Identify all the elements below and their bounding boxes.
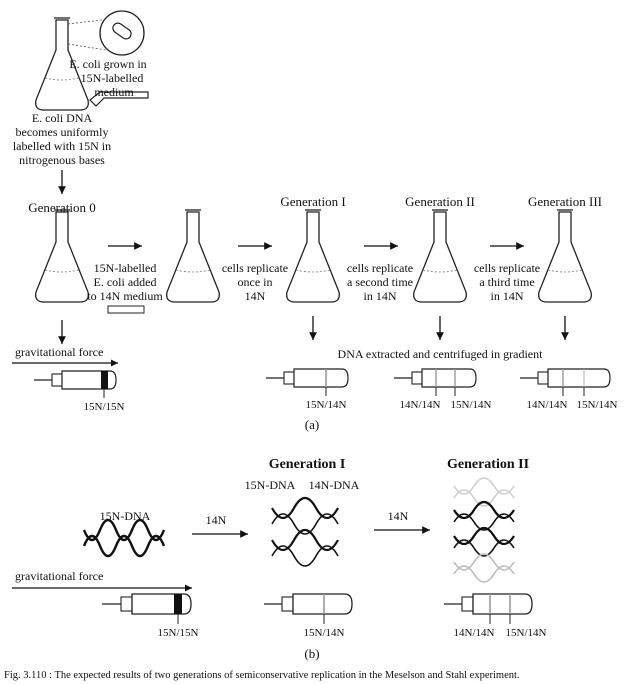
band-15n15n-b — [174, 594, 182, 614]
tube2-label-b: 15N/14N — [451, 399, 492, 411]
gen0-heading: Generation 0 — [28, 200, 96, 215]
rep3-caption-2: a third time — [479, 275, 534, 289]
flask-transfer — [166, 209, 220, 303]
dna-helix-gen2-2 — [453, 500, 515, 531]
dna-helix-gen2-3 — [453, 526, 515, 557]
arrow2-label: 14N — [388, 509, 409, 523]
rep2-caption-1: cells replicate — [347, 261, 413, 275]
dna-caption-3: labelled with 15N in — [13, 139, 111, 153]
tube-b0-label: 15N/15N — [158, 627, 199, 639]
start-caption-2: 15N-labelled — [81, 71, 144, 85]
dna-caption-1: E. coli DNA — [32, 111, 93, 125]
tube0-label: 15N/15N — [84, 401, 125, 413]
magnifier-cell-icon — [67, 10, 145, 56]
transfer-caption-3: to 14N medium — [87, 289, 163, 303]
tube-b-gen1 — [264, 593, 353, 624]
dna-helix-gen2-4 — [453, 553, 515, 583]
dna-caption-4: nitrogenous bases — [19, 153, 105, 167]
band-15n15n — [101, 371, 108, 389]
tube3-label-b: 15N/14N — [577, 399, 618, 411]
start-caption-1: E. coli grown in — [69, 57, 146, 71]
flask-gen2 — [413, 209, 467, 303]
rep2-caption-2: a second time — [347, 275, 413, 289]
dna14-label-b: 14N-DNA — [309, 478, 360, 492]
culture-tray-icon — [89, 91, 149, 107]
tube-b1-label: 15N/14N — [304, 627, 345, 639]
rep1-caption-2: once in — [238, 275, 273, 289]
transfer-caption-1: 15N-labelled — [94, 261, 157, 275]
flask-gen1 — [286, 209, 340, 303]
panel-a-label: (a) — [305, 417, 319, 432]
gen1-title-b: Generation I — [269, 457, 346, 472]
tube1-label: 15N/14N — [306, 399, 347, 411]
culture-tray-small-icon — [107, 305, 145, 314]
arrow1-label: 14N — [206, 513, 227, 527]
tube-gen3 — [520, 368, 611, 396]
dna-caption-2: becomes uniformly — [16, 125, 109, 139]
extracted-caption: DNA extracted and centrifuged in gradien… — [338, 347, 544, 361]
transfer-caption-2: E. coli added — [94, 275, 157, 289]
dna-helix-gen1-bottom — [271, 528, 339, 567]
start-caption-3: medium — [94, 85, 134, 99]
tube-gen2 — [394, 368, 477, 396]
figure-caption: Fig. 3.110 : The expected results of two… — [4, 670, 520, 681]
tube-b2-label-b: 15N/14N — [506, 627, 547, 639]
rep3-caption-3: in 14N — [491, 289, 524, 303]
tube-b2-label-a: 14N/14N — [454, 627, 495, 639]
gen3-heading: Generation III — [528, 194, 602, 209]
gen1-heading: Generation I — [280, 194, 345, 209]
tube-b-gen0 — [102, 593, 192, 624]
tube-gen0 — [34, 370, 117, 398]
dna-helix-gen2-1 — [453, 477, 515, 507]
dna-helix-gen1-top — [271, 496, 339, 535]
rep1-caption-1: cells replicate — [222, 261, 288, 275]
tube-gen1 — [266, 368, 349, 396]
gen2-heading: Generation II — [405, 194, 475, 209]
flask-gen3 — [538, 209, 592, 303]
flask-gen0 — [35, 209, 89, 303]
panel-b-label: (b) — [304, 646, 319, 661]
gen2-title-b: Generation II — [447, 457, 529, 472]
tube-b-gen2 — [444, 593, 533, 624]
gravity-label-b: gravitational force — [15, 569, 103, 583]
tube3-label-a: 14N/14N — [527, 399, 568, 411]
rep2-caption-3: in 14N — [364, 289, 397, 303]
rep1-caption-3: 14N — [245, 289, 266, 303]
tube2-label-a: 14N/14N — [400, 399, 441, 411]
rep3-caption-1: cells replicate — [474, 261, 540, 275]
dna-helix-15n — [82, 518, 166, 558]
dna15-label-b: 15N-DNA — [245, 478, 296, 492]
gravity-label-a: gravitational force — [15, 345, 103, 359]
